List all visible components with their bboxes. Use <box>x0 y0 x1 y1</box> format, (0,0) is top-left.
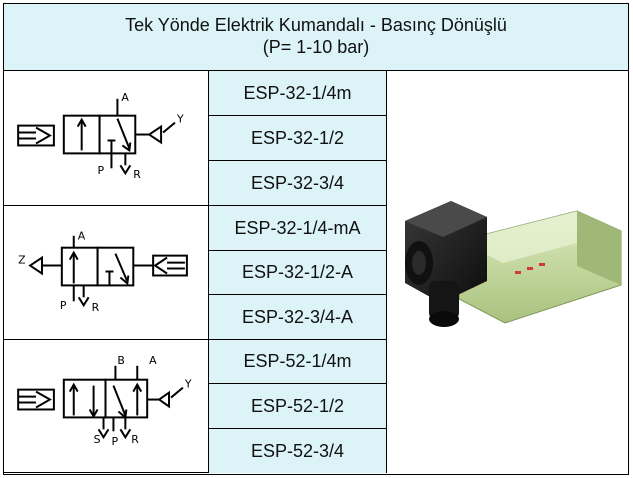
port-p-label: P <box>98 164 105 177</box>
code-cell: ESP-32-1/2 <box>209 116 387 161</box>
product-photo <box>387 71 627 473</box>
port-a-label: A <box>149 354 157 367</box>
port-b-label: B <box>117 354 124 367</box>
valve-symbol-52: B A Y S P R <box>4 340 209 473</box>
valve-52-symbol-icon: B A Y S P R <box>17 354 192 448</box>
code-cell: ESP-32-1/4m <box>209 71 387 116</box>
port-z-label: Z <box>18 254 25 267</box>
code-cell: ESP-52-1/2 <box>209 384 387 429</box>
port-p-label: P <box>111 435 118 448</box>
code-cell: ESP-52-3/4 <box>209 429 387 473</box>
port-r-label: R <box>92 301 100 314</box>
port-p-label: P <box>60 299 67 312</box>
code-cell: ESP-32-1/2-A <box>209 251 387 295</box>
code-cell: ESP-32-3/4-A <box>209 295 387 340</box>
header-pressure: (P= 1-10 bar) <box>262 37 370 57</box>
valve-symbol-32-a: Z A P R <box>4 206 209 340</box>
table-header: Tek Yönde Elektrik Kumandalı - Basınç Dö… <box>4 4 628 71</box>
port-a-label: A <box>78 230 86 243</box>
code-cell: ESP-32-1/4-mA <box>209 206 387 251</box>
port-s-label: S <box>94 433 101 446</box>
valve-symbol-32: A Y P R <box>4 71 209 206</box>
product-table: Tek Yönde Elektrik Kumandalı - Basınç Dö… <box>3 3 629 475</box>
code-cell: ESP-52-1/4m <box>209 340 387 384</box>
valve-32a-symbol-icon: Z A P R <box>18 230 188 314</box>
port-a-label: A <box>121 91 129 104</box>
valve-32-symbol-icon: A Y P R <box>17 91 184 181</box>
port-r-label: R <box>133 168 141 181</box>
solenoid-valve-image-icon <box>405 201 622 327</box>
port-r-label: R <box>131 433 139 446</box>
port-y-label: Y <box>176 113 184 126</box>
code-cell: ESP-32-3/4 <box>209 161 387 206</box>
port-y-label: Y <box>184 378 192 391</box>
header-title: Tek Yönde Elektrik Kumandalı - Basınç Dö… <box>125 15 507 35</box>
